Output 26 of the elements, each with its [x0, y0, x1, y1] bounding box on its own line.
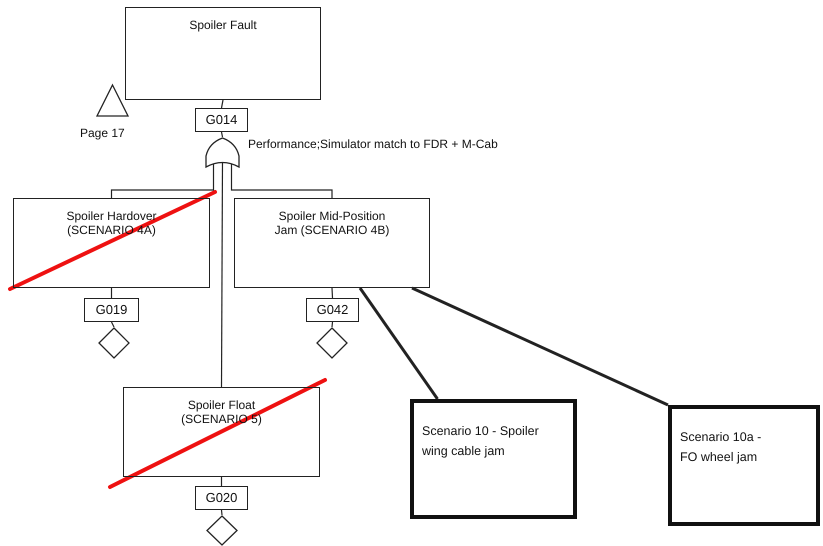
- connector-line: [411, 286, 669, 406]
- scenario-box: Scenario 10 - Spoiler wing cable jam: [410, 399, 577, 519]
- scenario-box: Scenario 10a - FO wheel jam: [668, 405, 820, 526]
- gate-note: Performance;Simulator match to FDR + M-Cab: [248, 137, 498, 151]
- transfer-triangle: [96, 84, 129, 117]
- event-box: Spoiler Fault: [125, 7, 321, 100]
- gate-id-box: G020: [195, 486, 248, 510]
- gate-id-box: G042: [306, 298, 359, 322]
- connector-line: [331, 288, 334, 298]
- gate-id-box: G019: [84, 298, 139, 322]
- gate-id-box: G014: [195, 108, 248, 132]
- undeveloped-event-diamond: [316, 327, 348, 359]
- connector-line: [220, 510, 223, 516]
- connector-line: [110, 322, 115, 328]
- connector-line: [110, 162, 214, 198]
- connector-line: [230, 162, 333, 198]
- undeveloped-event-diamond: [206, 515, 238, 546]
- connector-line: [110, 288, 112, 298]
- connector-line: [220, 100, 224, 108]
- event-box: Spoiler Hardover (SCENARIO 4A): [13, 198, 210, 288]
- page-reference: Page 17: [80, 126, 125, 140]
- event-box: Spoiler Mid-Position Jam (SCENARIO 4B): [234, 198, 430, 288]
- or-gate-symbol: [205, 137, 240, 168]
- undeveloped-event-diamond: [98, 327, 130, 359]
- connector-line: [331, 322, 334, 328]
- connector-line: [220, 132, 224, 138]
